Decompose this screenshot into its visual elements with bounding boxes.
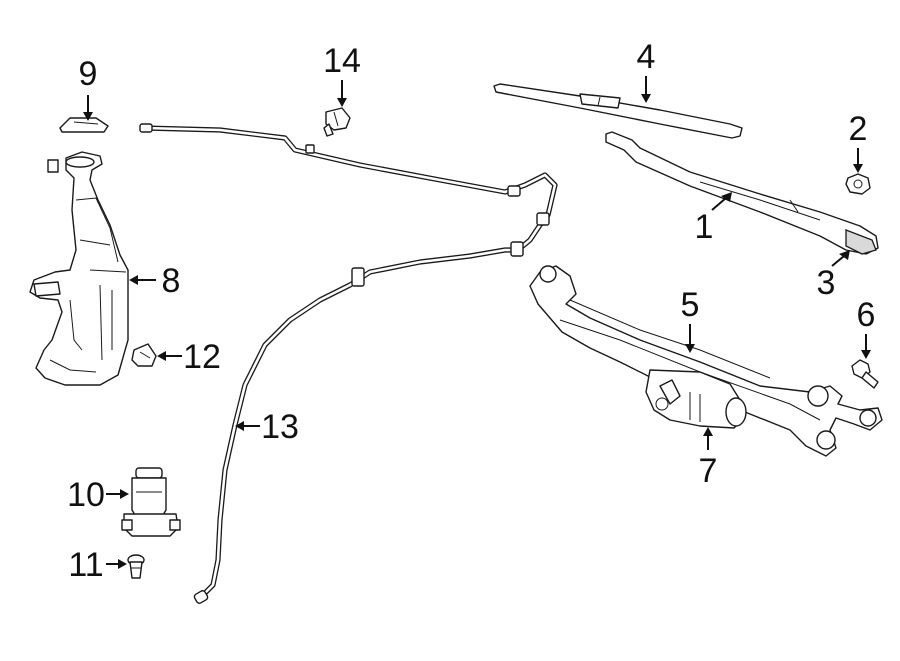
callout-12: 12	[183, 338, 221, 376]
linkage-bolt	[851, 359, 879, 389]
pump-grommet	[127, 554, 145, 579]
callout-labels: 9 14 4 2 1 3 8 5 6 12 7 13 10 11	[67, 38, 875, 584]
washer-hose	[139, 123, 558, 604]
callout-5: 5	[681, 286, 700, 324]
wiper-motor	[645, 369, 747, 429]
callout-9: 9	[79, 55, 98, 93]
washer-pump	[121, 467, 181, 537]
callout-8: 8	[162, 262, 181, 300]
wiper-blade	[493, 83, 743, 139]
wiper-linkage	[529, 265, 883, 457]
wiper-arm	[605, 131, 879, 255]
callout-6: 6	[857, 296, 876, 334]
callout-13: 13	[261, 408, 299, 446]
washer-reservoir	[29, 151, 129, 386]
reservoir-clip	[131, 343, 157, 367]
reservoir-cap	[59, 117, 109, 133]
callout-7: 7	[699, 452, 718, 490]
callout-10: 10	[67, 476, 105, 514]
callout-3: 3	[817, 264, 836, 302]
callout-2: 2	[849, 110, 868, 148]
callout-1: 1	[695, 208, 714, 246]
washer-nozzle	[323, 107, 351, 137]
callout-11: 11	[68, 546, 103, 584]
callout-4: 4	[637, 38, 656, 76]
arm-nut	[845, 173, 871, 195]
leader-arrows	[83, 76, 871, 569]
callout-14: 14	[323, 42, 361, 80]
